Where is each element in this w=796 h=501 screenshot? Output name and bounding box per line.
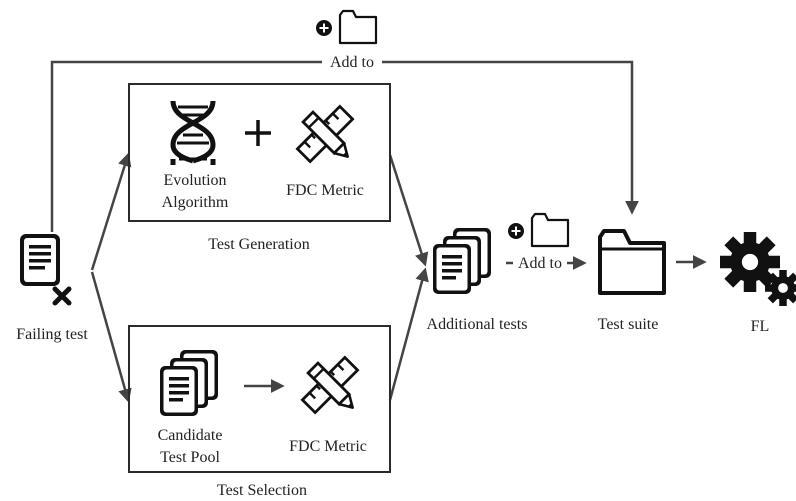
candidate-test-pool-label-line2: Test Pool bbox=[160, 449, 220, 466]
add-to-label-top: Add to bbox=[330, 54, 374, 71]
add-circle-icon bbox=[508, 223, 524, 239]
documents-stack-icon bbox=[433, 228, 491, 294]
test-generation-box bbox=[128, 83, 391, 222]
test-suite-label: Test suite bbox=[598, 316, 659, 333]
ruler-pencil-icon bbox=[296, 105, 354, 163]
plus-icon bbox=[245, 120, 271, 146]
connector-failing-test-to-selection bbox=[90, 271, 132, 403]
fdc-metric-label-generation: FDC Metric bbox=[286, 182, 364, 199]
fdc-metric-label-selection: FDC Metric bbox=[289, 438, 367, 455]
documents-stack-icon bbox=[160, 350, 218, 416]
test-generation-caption: Test Generation bbox=[208, 236, 310, 253]
connector-generation-to-additional bbox=[388, 154, 429, 267]
add-circle-icon bbox=[316, 20, 332, 36]
test-selection-caption: Test Selection bbox=[217, 482, 307, 499]
add-to-label-middle: Add to bbox=[518, 255, 562, 272]
candidate-test-pool-label-line1: Candidate bbox=[158, 427, 223, 444]
evolution-algorithm-label-line1: Evolution bbox=[163, 172, 226, 189]
additional-tests-label: Additional tests bbox=[427, 316, 528, 333]
dna-icon bbox=[170, 100, 216, 165]
connector-failing-test-to-generation bbox=[90, 152, 132, 271]
test-selection-box bbox=[128, 325, 391, 473]
failing-test-label: Failing test bbox=[16, 326, 88, 343]
folder-icon bbox=[338, 9, 378, 45]
ruler-pencil-icon bbox=[301, 356, 359, 414]
folder-icon bbox=[530, 212, 570, 248]
connector-selection-to-additional bbox=[388, 267, 429, 401]
fl-label: FL bbox=[751, 318, 770, 335]
test-suite-folder-icon bbox=[598, 229, 666, 295]
evolution-algorithm-label-line2: Algorithm bbox=[162, 194, 229, 211]
gears-icon bbox=[720, 232, 796, 306]
failing-test-document-icon bbox=[20, 234, 74, 308]
